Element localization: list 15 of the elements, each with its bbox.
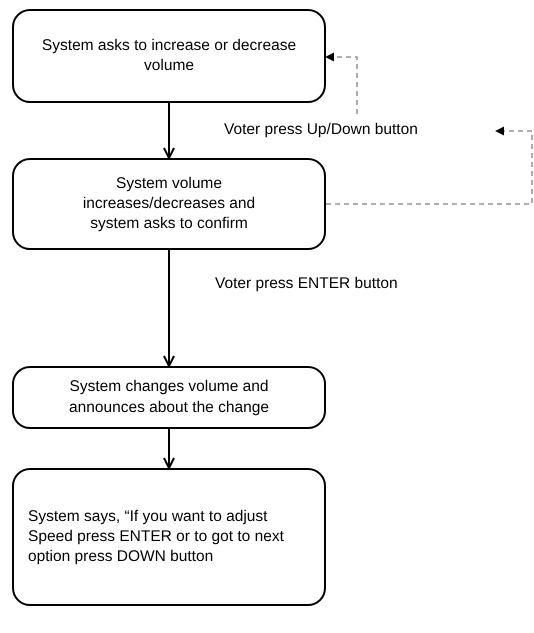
action-text: Voter press Up/Down button <box>224 120 418 140</box>
edge-label: Voter press ENTER button <box>215 275 398 293</box>
arrow <box>326 126 533 205</box>
arrow <box>163 429 175 469</box>
step-text: System says, “If you want to adjust Speed press ENTER or to got to next option press DOWN button <box>28 506 285 568</box>
process-box <box>12 158 326 250</box>
arrow <box>325 52 358 114</box>
step-text: System asks to increase or decrease volume <box>40 36 298 76</box>
process-box <box>12 468 326 606</box>
step-text: System volume increases/decreases and system asks to confirm <box>82 174 256 234</box>
process-box <box>12 366 326 429</box>
arrow <box>163 250 175 367</box>
step-text: System changes volume and announces about the change <box>68 377 270 418</box>
process-box <box>12 9 326 103</box>
arrow <box>163 103 175 159</box>
